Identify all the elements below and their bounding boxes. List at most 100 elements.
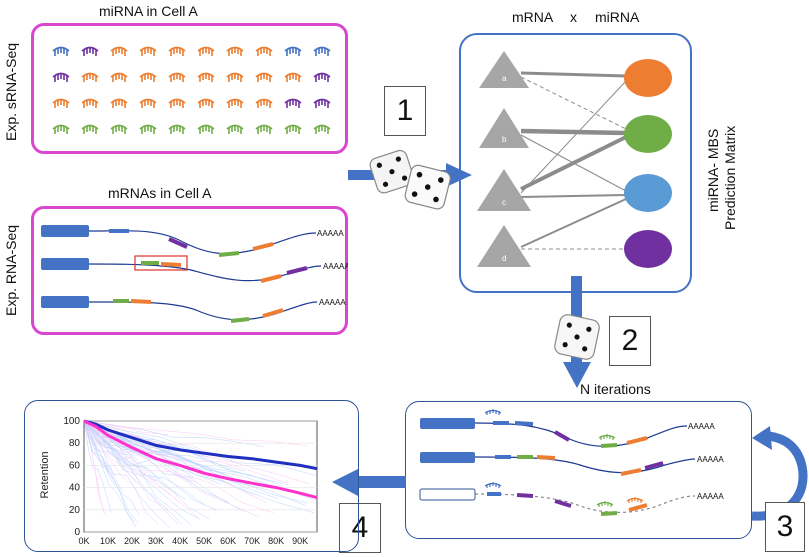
- mrna-node-c: c: [477, 169, 531, 211]
- mirna-glyph-orange: [168, 98, 186, 108]
- step-number-3: 3: [765, 502, 805, 552]
- mirna-glyph-orange: [226, 72, 244, 82]
- polya-tail: AAAAA: [323, 262, 348, 271]
- mirna-glyph-green: [197, 124, 215, 134]
- mirna-glyph-orange: [110, 72, 128, 82]
- mrna-node-a: a: [479, 51, 529, 88]
- site-orange: [260, 274, 282, 283]
- mirna-glyph-green: [52, 124, 70, 134]
- mirna-glyph-orange: [197, 98, 215, 108]
- site-orange: [160, 262, 182, 267]
- polya-tail: AAAAA: [319, 298, 346, 307]
- iterations-panel-box: [405, 401, 752, 539]
- mrna-panel-title: mRNAs in Cell A: [108, 185, 212, 201]
- x-tick-label: 60K: [220, 536, 236, 546]
- edge-b-2: [520, 128, 627, 136]
- mrna-transcript-1: AAAAA: [41, 225, 344, 257]
- mirna-glyph-orange: [81, 98, 99, 108]
- edge-d-3: [520, 198, 627, 248]
- mirna-node-orange: [624, 59, 672, 97]
- site-green: [230, 317, 250, 323]
- mirna-node-blue: [624, 174, 672, 212]
- mirna-glyph-orange: [197, 72, 215, 82]
- mirna-glyph-orange: [168, 72, 186, 82]
- mirna-glyph-orange: [226, 46, 244, 56]
- mirna-glyph-green: [81, 124, 99, 134]
- matrix-network: a b c d: [477, 51, 672, 268]
- mirna-glyph-purple: [81, 46, 99, 56]
- mirna-glyph-purple: [313, 72, 331, 82]
- mirna-glyph-orange: [110, 46, 128, 56]
- y-tick-label: 20: [69, 505, 81, 516]
- site-orange: [262, 308, 284, 318]
- mirna-glyph-green: [313, 124, 331, 134]
- step-number-1: 1: [384, 86, 426, 136]
- y-tick-label: 0: [74, 527, 80, 538]
- dice-icon: [369, 149, 451, 210]
- x-tick-label: 40K: [172, 536, 188, 546]
- mirna-glyph-orange: [255, 72, 273, 82]
- grid: [84, 420, 317, 533]
- utr-line: [88, 263, 322, 282]
- edge-a-1: [520, 71, 627, 78]
- arrow-to-chart: [332, 469, 406, 496]
- site-purple: [286, 266, 308, 275]
- y-axis-label: Retention: [39, 451, 51, 498]
- site-green: [218, 251, 240, 257]
- mirna-node-purple: [624, 230, 672, 268]
- matrix-side-label-1: miRNA- MBS: [705, 128, 721, 212]
- highlight-box: [134, 255, 188, 271]
- mirna-node-green: [624, 115, 672, 153]
- edge-c-1: [520, 80, 627, 194]
- polya-tail: AAAAA: [688, 422, 715, 431]
- mirna-glyph-orange: [284, 72, 302, 82]
- y-tick-label: 100: [63, 416, 80, 427]
- chart-panel-box: [24, 400, 359, 552]
- x-tick-label: 10K: [100, 536, 116, 546]
- mirna-glyph-orange: [139, 72, 157, 82]
- mirna-glyph-orange: [139, 98, 157, 108]
- polya-tail: AAAAA: [697, 455, 724, 464]
- mirna-glyph-orange: [168, 46, 186, 56]
- svg-text:c: c: [502, 198, 506, 207]
- bound-mirna-blue: [484, 482, 502, 488]
- series-line-2: [83, 419, 318, 500]
- mirna-glyph-orange: [110, 98, 128, 108]
- edge-a-2-dashed: [520, 76, 627, 130]
- mirna-glyph-orange: [255, 98, 273, 108]
- svg-text:d: d: [502, 254, 506, 263]
- mrna-panel-box: [31, 206, 348, 335]
- mirna-glyph-green: [168, 124, 186, 134]
- matrix-title-x: x: [570, 9, 577, 25]
- mrna-node-d: d: [477, 225, 531, 267]
- mirna-glyph-purple: [313, 98, 331, 108]
- site-orange: [252, 242, 274, 251]
- mirna-glyph-orange: [226, 98, 244, 108]
- mrna-node-b: b: [479, 108, 529, 148]
- bound-mirna-green: [598, 434, 616, 440]
- mirna-glyph-green: [110, 124, 128, 134]
- mirna-panel-box: [31, 23, 348, 154]
- y-tick-label: 40: [69, 483, 81, 494]
- mirna-glyph-orange: [255, 46, 273, 56]
- matrix-title-mirna: miRNA: [595, 9, 640, 25]
- gene-body: [41, 258, 89, 270]
- site-purple: [168, 237, 188, 249]
- mrna-transcript-2: AAAAA: [41, 255, 348, 283]
- x-tick-label: 30K: [148, 536, 164, 546]
- mrna-transcript-3: AAAAA: [41, 296, 346, 323]
- x-tick-label: 80K: [268, 536, 284, 546]
- mirna-glyph-blue: [284, 46, 302, 56]
- mirna-glyph-orange: [81, 72, 99, 82]
- y-tick-label: 80: [69, 438, 81, 449]
- series-line-1: [83, 419, 318, 471]
- x-tick-label: 90K: [292, 536, 308, 546]
- site-orange: [130, 299, 152, 304]
- mirna-glyph-purple: [284, 98, 302, 108]
- mirna-glyph-orange: [52, 98, 70, 108]
- step-number-2: 2: [609, 316, 651, 366]
- mirna-glyph-blue: [52, 46, 70, 56]
- svg-text:a: a: [502, 74, 507, 83]
- mrna-panel-side-label: Exp. RNA-Seq: [3, 224, 19, 316]
